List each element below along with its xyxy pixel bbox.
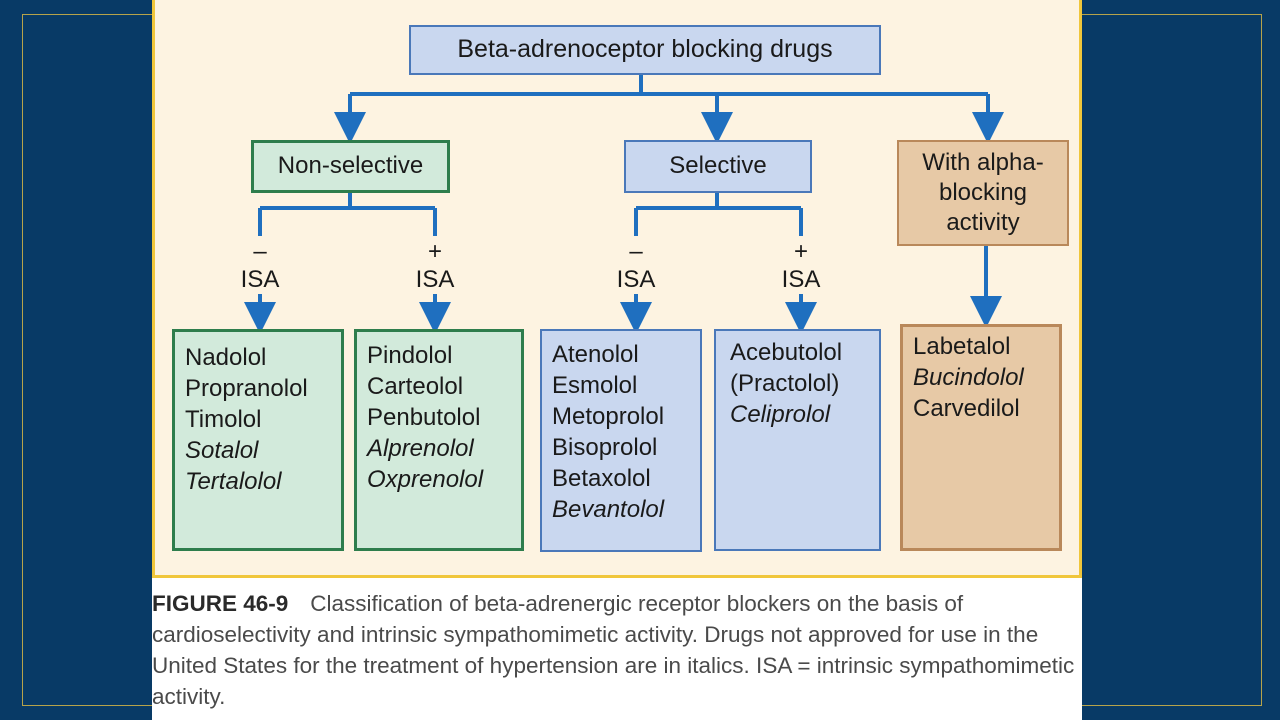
isa-sel-plus: + ISA [771,238,831,294]
isa-label: ISA [415,266,455,293]
list-sel-plus: Acebutolol (Practolol) Celiprolol [714,329,881,551]
drug-item: Acebutolol [730,339,843,366]
alpha-label-line-1: With alpha- [922,149,1044,176]
diagram-title-box: Beta-adrenoceptor blocking drugs [409,25,881,75]
alpha-label-line-3: activity [946,209,1020,236]
drug-item: Celiprolol [730,401,831,428]
isa-sel-minus: – ISA [606,238,666,294]
selective-box: Selective [624,140,812,193]
isa-ns-minus: – ISA [230,238,290,294]
drug-item: Labetalol [913,333,1011,360]
isa-sign-minus: – [253,238,267,265]
diagram-area: Beta-adrenoceptor blocking drugs Non-sel… [152,0,1082,578]
alpha-label-line-2: blocking [938,179,1028,206]
isa-label: ISA [240,266,280,293]
list-ns-minus: Nadolol Propranolol Timolol Sotalol Tert… [172,329,344,551]
drug-item: Sotalol [185,437,259,464]
selective-label: Selective [669,152,767,179]
drug-item: Timolol [185,406,262,433]
drug-item: Carvedilol [913,395,1020,422]
drug-item: Nadolol [185,344,267,371]
nonselective-label: Non-selective [277,152,424,179]
drug-item: Propranolol [185,375,308,402]
drug-item: Bevantolol [552,496,665,523]
caption-label: FIGURE 46-9 [152,591,289,616]
figure-panel: Beta-adrenoceptor blocking drugs Non-sel… [152,0,1082,720]
drug-item: Bisoprolol [552,434,658,461]
drug-item: Penbutolol [367,404,481,431]
drug-item: Alprenolol [367,435,474,462]
nonselective-box: Non-selective [251,140,450,193]
list-sel-minus: Atenolol Esmolol Metoprolol Bisoprolol B… [540,329,702,552]
drug-item: Atenolol [552,341,639,368]
isa-sign-minus: – [629,238,643,265]
drug-item: Pindolol [367,342,453,369]
diagram-title: Beta-adrenoceptor blocking drugs [457,35,833,63]
isa-ns-plus: + ISA [405,238,465,294]
drug-item: Bucindolol [913,364,1024,391]
drug-item: Oxprenolol [367,466,484,493]
drug-item: Betaxolol [552,465,651,492]
drug-item: (Practolol) [730,370,840,397]
drug-item: Tertalolol [185,468,282,495]
alpha-blocking-box: With alpha- blocking activity [897,140,1069,246]
isa-label: ISA [616,266,656,293]
connector-lines [244,74,1004,334]
drug-item: Carteolol [367,373,464,400]
isa-sign-plus: + [793,238,808,265]
drug-item: Esmolol [552,372,638,399]
list-ns-plus: Pindolol Carteolol Penbutolol Alprenolol… [354,329,524,551]
list-alpha: Labetalol Bucindolol Carvedilol [900,324,1062,551]
isa-sign-plus: + [427,238,442,265]
drug-item: Metoprolol [552,403,665,430]
caption-text: Classification of beta-adrenergic recept… [152,591,1075,709]
isa-label: ISA [781,266,821,293]
